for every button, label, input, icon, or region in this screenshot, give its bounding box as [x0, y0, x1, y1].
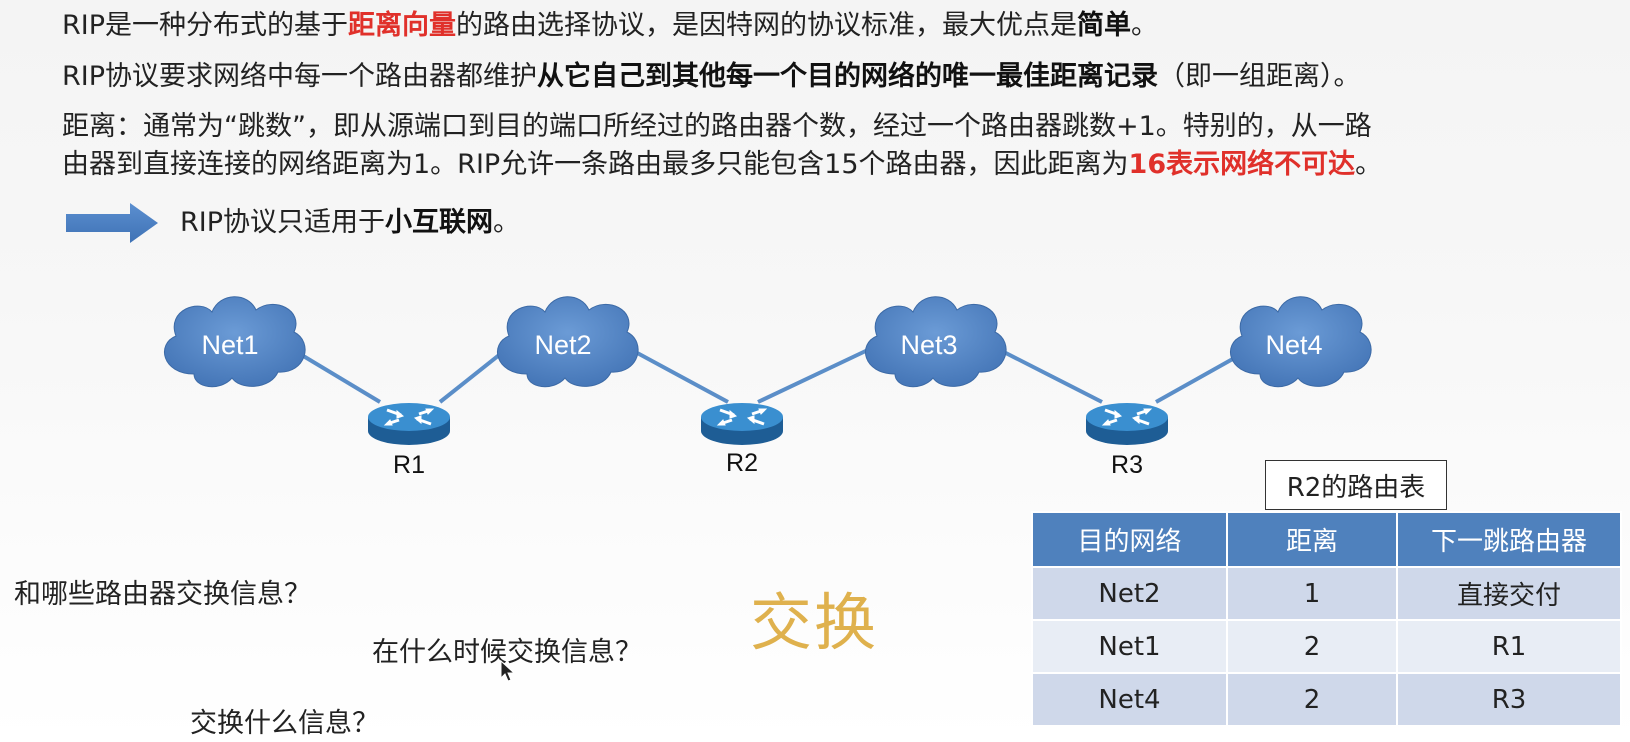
table-row: Net1 2 R1 [1031, 619, 1622, 674]
router-icon [366, 401, 452, 447]
cloud-net1: Net1 [163, 296, 306, 388]
routing-table-caption: R2的路由表 [1265, 460, 1447, 510]
distance-definition-line1: 距离：通常为“跳数”，即从源端口到目的端口所经过的路由器个数，经过一个路由器跳数… [62, 111, 1372, 142]
net-label: Net1 [201, 330, 258, 360]
question-which-routers: 和哪些路由器交换信息？ [14, 579, 311, 610]
text-part: 。 [1355, 149, 1383, 180]
net-label: Net3 [900, 330, 957, 360]
header-next-hop: 下一跳路由器 [1396, 511, 1622, 568]
highlight-distance-vector: 距离向量 [348, 10, 457, 41]
link-r2-net3 [757, 346, 873, 404]
cell-destination: Net1 [1031, 619, 1228, 674]
distance-definition-line2: 由器到直接连接的网络距离为1。RIP允许一条路由最多只能包含15个路由器，因此距… [62, 147, 1382, 183]
rip-intro-line: RIP是一种分布式的基于距离向量的路由选择协议，是因特网的协议标准，最大优点是简… [62, 8, 1158, 44]
text-part: （即一组距离）。 [1158, 61, 1361, 92]
text-part: RIP协议只适用于 [180, 207, 386, 238]
cloud-net4: Net4 [1229, 296, 1372, 388]
text-part: 由器到直接连接的网络距离为1。RIP允许一条路由最多只能包含15个路由器，因此距… [62, 149, 1129, 180]
network-links [288, 346, 1239, 404]
cloud-net2: Net2 [496, 296, 639, 388]
cloud-net3: Net3 [864, 296, 1007, 388]
router-label: R2 [726, 449, 758, 477]
cell-destination: Net2 [1031, 566, 1228, 621]
link-net2-r2 [627, 346, 729, 404]
link-r1-net2 [438, 346, 510, 404]
highlight-simple: 简单 [1077, 10, 1132, 41]
link-net3-r3 [995, 346, 1103, 404]
cell-distance: 1 [1226, 566, 1398, 621]
right-arrow-icon [66, 203, 158, 243]
text-part: 的路由选择协议，是因特网的协议标准，最大优点是 [456, 10, 1078, 41]
net-label: Net4 [1265, 330, 1322, 360]
link-net1-r1 [288, 346, 382, 404]
table-header-row: 目的网络 距离 下一跳路由器 [1031, 511, 1622, 568]
routing-table: 目的网络 距离 下一跳路由器 Net2 1 直接交付 Net1 2 R1 Net… [1031, 511, 1622, 727]
table-row: Net4 2 R3 [1031, 672, 1622, 727]
network-diagram: Net1 Net2 Net3 Net4 R1 R2 R3 [163, 296, 1372, 479]
highlight-small-internet: 小互联网 [385, 207, 494, 238]
cell-destination: Net4 [1031, 672, 1228, 727]
cell-distance: 2 [1226, 672, 1398, 727]
question-what-info: 交换什么信息？ [190, 708, 379, 739]
text-part: 。 [493, 207, 521, 238]
header-destination: 目的网络 [1031, 511, 1228, 568]
text-part: RIP是一种分布式的基于 [62, 10, 349, 41]
rip-requirement-line: RIP协议要求网络中每一个路由器都维护从它自己到其他每一个目的网络的唯一最佳距离… [62, 59, 1361, 95]
router-icon [1084, 401, 1170, 447]
question-when: 在什么时候交换信息？ [372, 637, 642, 668]
mouse-cursor-icon [500, 660, 516, 682]
cell-next-hop: 直接交付 [1396, 566, 1622, 621]
cell-distance: 2 [1226, 619, 1398, 674]
router-icon [699, 401, 785, 447]
cell-next-hop: R3 [1396, 672, 1622, 727]
router-r3: R3 [1084, 401, 1170, 479]
header-distance: 距离 [1226, 511, 1398, 568]
highlight-unreachable: 16表示网络不可达 [1128, 149, 1356, 180]
router-r2: R2 [699, 401, 785, 477]
text-part: 。 [1131, 10, 1159, 41]
router-label: R1 [393, 451, 425, 479]
link-r3-net4 [1155, 354, 1239, 404]
exchange-label: 交换 [750, 586, 879, 659]
router-r1: R1 [366, 401, 452, 479]
net-label: Net2 [534, 330, 591, 360]
highlight-best-distance: 从它自己到其他每一个目的网络的唯一最佳距离记录 [537, 61, 1159, 92]
small-internet-line: RIP协议只适用于小互联网。 [180, 205, 520, 241]
text-part: RIP协议要求网络中每一个路由器都维护 [62, 61, 538, 92]
table-row: Net2 1 直接交付 [1031, 566, 1622, 621]
cell-next-hop: R1 [1396, 619, 1622, 674]
router-label: R3 [1111, 451, 1143, 479]
